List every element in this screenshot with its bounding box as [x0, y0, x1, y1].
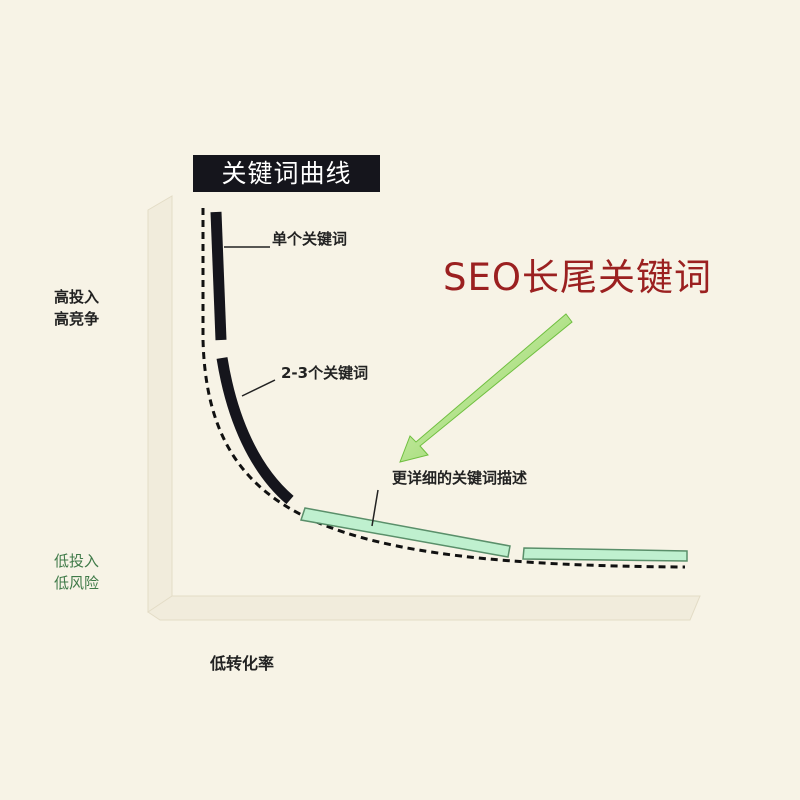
- seo-long-tail-callout: SEO长尾关键词: [443, 256, 712, 299]
- leader-multi: [241, 379, 276, 397]
- dashed-curve: [201, 208, 686, 569]
- segment-long-tail-2: [522, 547, 688, 562]
- y-axis-low-label: 低投入 低风险: [54, 550, 99, 594]
- y-low-line-1: 低投入: [54, 552, 100, 570]
- x-axis-bar: [147, 595, 701, 621]
- y-low-line-2: 低风险: [54, 574, 100, 592]
- label-detailed-keyword: 更详细的关键词描述: [392, 469, 528, 487]
- y-high-line-1: 高投入: [54, 288, 100, 306]
- segment-single-keyword: [210, 211, 227, 341]
- arrow-icon: [399, 313, 573, 463]
- y-axis-bar: [147, 195, 173, 613]
- segment-long-tail-1: [300, 507, 511, 558]
- label-single-keyword: 单个关键词: [272, 230, 348, 248]
- label-multi-keyword: 2-3个关键词: [281, 364, 369, 382]
- segment-multi-keyword: [216, 357, 294, 505]
- x-axis-label: 低转化率: [210, 654, 275, 673]
- y-high-line-2: 高竞争: [54, 310, 100, 328]
- leader-detail: [371, 489, 379, 527]
- y-axis-high-label: 高投入 高竞争: [54, 286, 99, 330]
- diagram-title: 关键词曲线: [193, 155, 380, 192]
